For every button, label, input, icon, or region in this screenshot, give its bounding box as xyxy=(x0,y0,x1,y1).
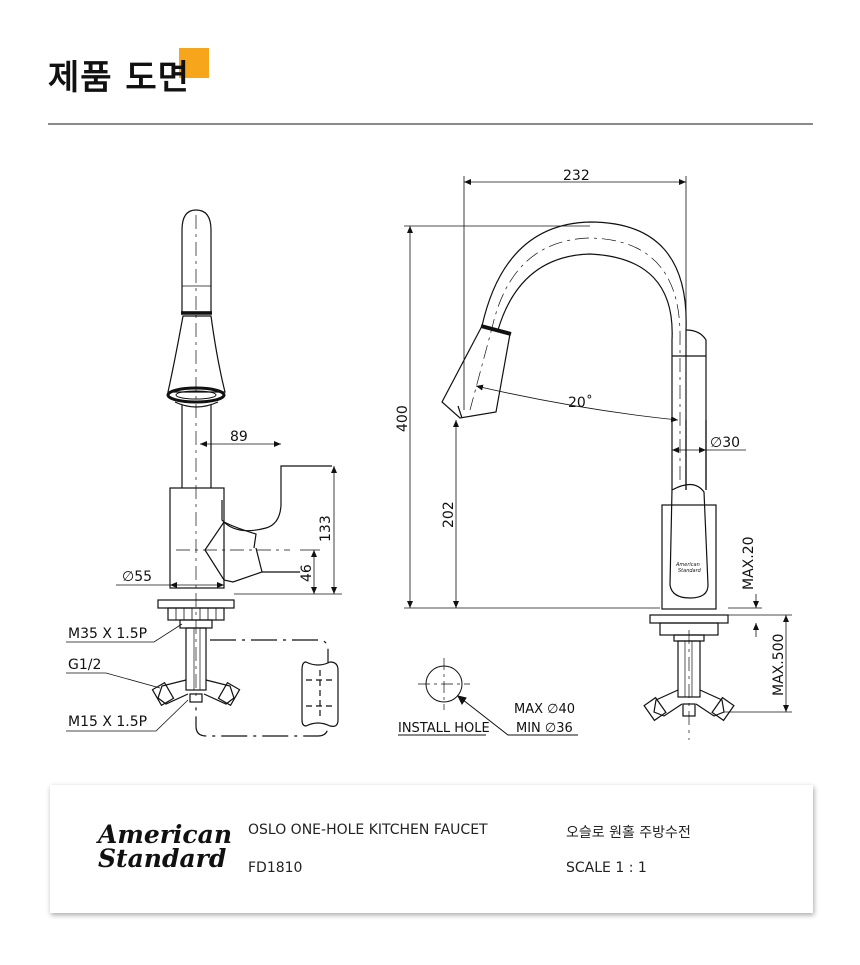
spray-head-upper xyxy=(181,209,212,313)
model-number: FD1810 xyxy=(248,860,303,876)
drawing-scale: SCALE 1 : 1 xyxy=(566,860,647,876)
svg-text:Standard: Standard xyxy=(678,568,702,574)
front-view: American Standard xyxy=(441,221,735,740)
front-view-dimension-text: 232 400 202 20˚ ∅30 MAX.20 MAX.500 xyxy=(395,168,787,696)
front-body xyxy=(661,504,717,610)
install-hole-text: INSTALL HOLE MAX ∅40 MIN ∅36 xyxy=(398,702,575,736)
dim-height-46: 46 xyxy=(299,564,315,582)
page-title: 제품 도면 xyxy=(48,58,190,98)
install-hole-max: MAX ∅40 xyxy=(514,702,575,717)
install-hole-symbol xyxy=(398,658,578,736)
callout-m15: M15 X 1.5P xyxy=(68,714,147,730)
dim-height-202: 202 xyxy=(441,501,457,528)
dim-diameter-30: ∅30 xyxy=(710,435,740,451)
dim-height-133: 133 xyxy=(318,515,334,542)
install-hole-min: MIN ∅36 xyxy=(516,721,573,736)
install-hole-label: INSTALL HOLE xyxy=(398,721,490,736)
title-divider xyxy=(48,123,813,125)
side-view-dimensions xyxy=(66,441,342,732)
product-name-ko: 오슬로 원홀 주방수전 xyxy=(566,825,691,841)
product-info-box: American Standard OSLO ONE-HOLE KITCHEN … xyxy=(50,785,813,913)
brand-logo: American Standard xyxy=(98,820,233,873)
spray-head-flare xyxy=(167,315,226,393)
side-view-dimension-text: 89 ∅55 133 46 M35 X 1.5P G1/2 M15 X 1.5P xyxy=(68,429,334,730)
page-title-block: 제품 도면 xyxy=(48,48,209,104)
logo-line-2: Standard xyxy=(98,844,227,873)
dim-max-500: MAX.500 xyxy=(771,634,787,696)
logo-line-1: American xyxy=(98,820,233,849)
front-lever xyxy=(669,483,709,599)
dim-max-20: MAX.20 xyxy=(741,536,757,590)
callout-m35: M35 X 1.5P xyxy=(68,626,147,642)
faucet-body xyxy=(169,487,225,589)
dim-diameter-55: ∅55 xyxy=(122,569,152,585)
dim-height-400: 400 xyxy=(395,405,411,432)
technical-drawing: 89 ∅55 133 46 M35 X 1.5P G1/2 M15 X 1.5P… xyxy=(66,168,792,740)
lever-handle xyxy=(221,465,332,532)
dim-width-89: 89 xyxy=(230,429,248,445)
dim-width-232: 232 xyxy=(563,168,590,184)
title-accent-square xyxy=(179,48,209,78)
front-spray-head xyxy=(441,325,511,419)
dim-angle-20: 20˚ xyxy=(568,394,593,411)
front-body-logo: American xyxy=(675,562,700,568)
product-name-en: OSLO ONE-HOLE KITCHEN FAUCET xyxy=(248,822,488,838)
gooseneck-outer xyxy=(481,221,687,490)
front-view-dimensions xyxy=(404,176,792,713)
gooseneck-inner xyxy=(497,253,673,490)
side-view xyxy=(151,209,339,737)
callout-g12: G1/2 xyxy=(68,657,101,673)
